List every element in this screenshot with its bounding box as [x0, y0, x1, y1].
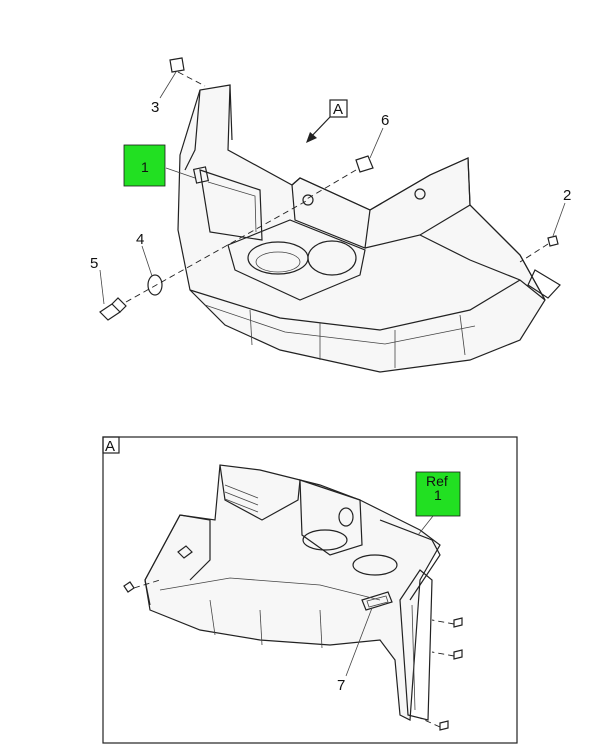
washer-icon: [147, 274, 163, 296]
callout-5: 5: [90, 255, 98, 272]
callout-7: 7: [337, 677, 345, 694]
screw-detail-icon-3: [439, 720, 449, 731]
switch-bezel-icon: [361, 591, 393, 611]
view-arrow: A: [306, 99, 348, 143]
ref-highlight-box: [415, 471, 461, 517]
nut-detail-icon: [123, 581, 135, 593]
highlight-box: [123, 144, 166, 187]
nut-icon: [547, 235, 559, 247]
arrow-head-icon: [306, 132, 317, 143]
ref-label-line1: Ref: [426, 473, 448, 489]
callout-2: 2: [563, 187, 571, 204]
fasteners-top: [99, 57, 559, 321]
screw-icon: [99, 303, 121, 321]
bushing-icon: [355, 155, 374, 173]
detail-label-box: [102, 436, 120, 454]
callout-3: 3: [151, 99, 159, 116]
leader-lines-top: [99, 71, 566, 305]
view-marker-box: [329, 99, 348, 118]
detail-frame: [102, 436, 518, 744]
callout-4: 4: [136, 231, 144, 248]
callout-6: 6: [381, 112, 389, 129]
cup-holder-right: [307, 240, 357, 276]
highlight-label-1: 1: [141, 159, 149, 175]
detail-view-a: A: [102, 436, 518, 744]
ref-label-line2: 1: [434, 487, 442, 503]
clip-detail-icon: [177, 545, 193, 559]
view-marker-label: A: [333, 101, 343, 118]
clip-icon: [169, 57, 185, 73]
screw-detail-icon-1: [453, 617, 463, 628]
console-housing-top: [177, 84, 561, 373]
switch-icon: [192, 166, 210, 184]
detail-label: A: [105, 438, 115, 455]
screw-detail-icon-2: [453, 649, 463, 660]
highlight-callout-1: 1: [123, 144, 166, 187]
